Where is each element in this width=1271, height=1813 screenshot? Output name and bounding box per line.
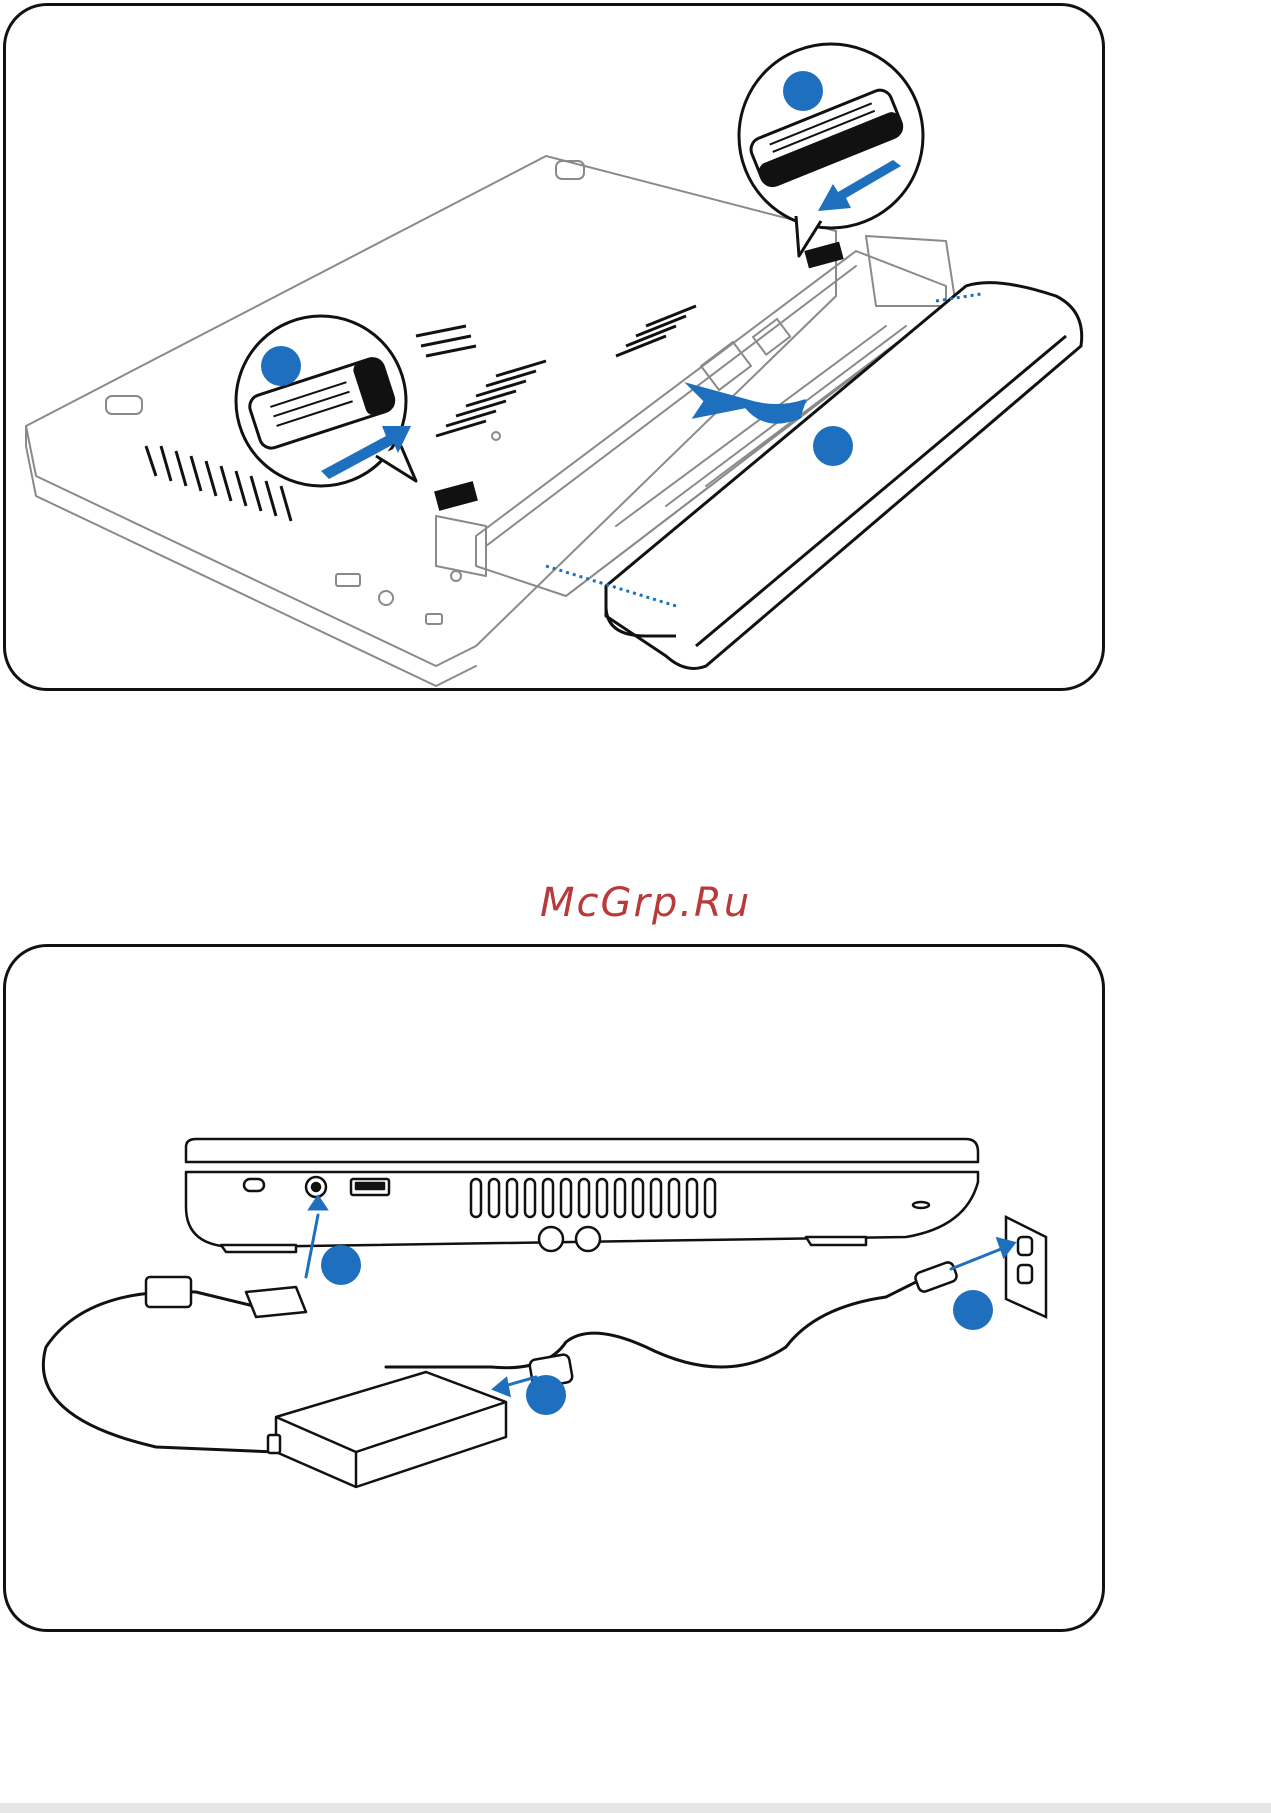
power-connection-figure <box>3 944 1105 1632</box>
laptop-side-icon <box>186 1139 978 1252</box>
wall-plug-icon <box>914 1261 958 1293</box>
watermark-text: McGrp.Ru <box>540 880 751 926</box>
vent-grille <box>146 306 696 521</box>
latch-lock-icon <box>434 481 478 511</box>
latch-zoom-icon <box>739 44 923 256</box>
battery-installation-figure <box>3 3 1105 691</box>
marker-3 <box>813 426 853 466</box>
page-footer-bar <box>0 1803 1271 1813</box>
marker-2 <box>783 71 823 111</box>
wall-outlet-icon <box>1006 1217 1046 1317</box>
dc-plug-icon <box>246 1287 306 1317</box>
power-adapter-icon <box>268 1372 506 1487</box>
power-illustration <box>6 947 1102 1629</box>
battery-illustration <box>6 6 1102 688</box>
latch-zoom-icon <box>236 316 416 486</box>
ferrite-core-icon <box>146 1277 191 1307</box>
marker-1 <box>261 346 301 386</box>
marker-1 <box>321 1245 361 1285</box>
marker-2 <box>526 1375 566 1415</box>
marker-3 <box>953 1290 993 1330</box>
battery-pack-icon <box>606 283 1082 669</box>
insert-arrow-icon <box>691 386 806 422</box>
